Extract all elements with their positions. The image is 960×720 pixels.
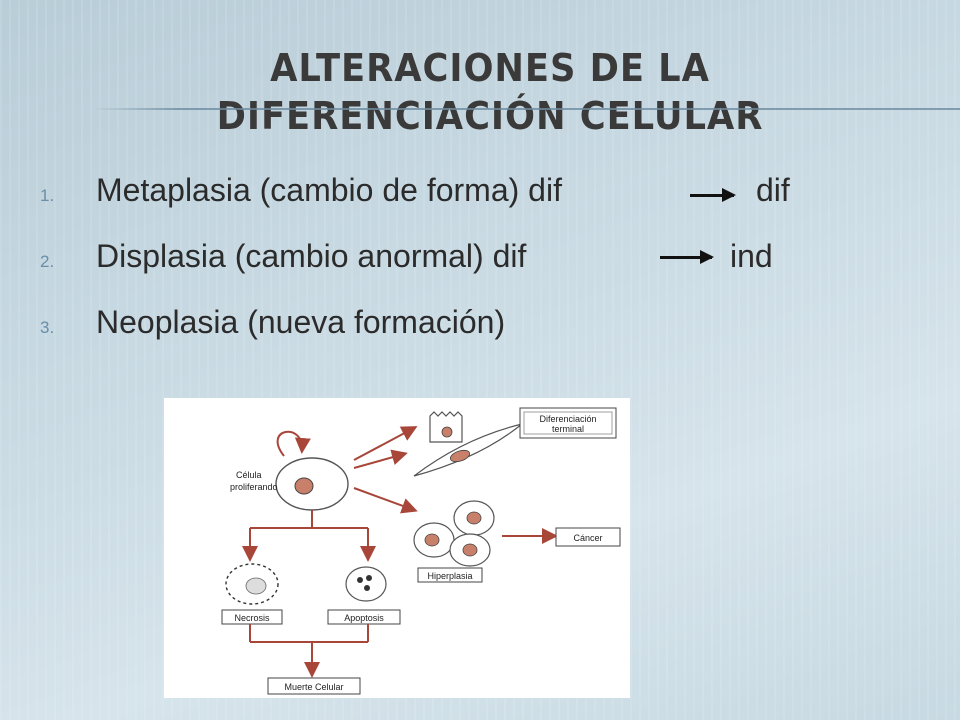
list-number: 2. [40, 252, 55, 271]
columnar-cell [429, 411, 463, 443]
title-divider [92, 108, 960, 110]
cancer-label: Cáncer [573, 533, 602, 543]
list-number: 1. [40, 186, 55, 205]
list-after-text: dif [756, 172, 790, 208]
apoptosis-cell [345, 566, 387, 602]
cell-diagram: Célula proliferando Diferenciación termi… [164, 398, 630, 698]
hiperplasia-label: Hiperplasia [427, 571, 472, 581]
diferenciacion-label: Diferenciación [539, 414, 596, 424]
necrosis-cell [225, 563, 279, 605]
muerte-label: Muerte Celular [284, 682, 343, 692]
hiperplasia-box: Hiperplasia [417, 567, 483, 583]
necrosis-label: Necrosis [234, 613, 270, 623]
right-arrow-icon [690, 188, 736, 202]
list-text: Metaplasia (cambio de forma) dif [96, 172, 562, 208]
diferenciacion-label-2: terminal [552, 424, 584, 434]
slide-title: ALTERACIONES DE LA DIFERENCIACIÓN CELULA… [216, 46, 764, 138]
cancer-box: Cáncer [555, 527, 621, 547]
cell-diagram-svg: Célula proliferando Diferenciación termi… [221, 407, 621, 695]
muerte-box: Muerte Celular [267, 677, 361, 695]
list-text: Neoplasia (nueva formación) [96, 304, 506, 340]
cell-label-1: Célula [236, 470, 262, 480]
apoptosis-label: Apoptosis [344, 613, 384, 623]
proliferating-cell: Célula proliferando [230, 430, 349, 511]
list-text: Displasia (cambio anormal) dif [96, 238, 527, 274]
necrosis-box: Necrosis [221, 609, 283, 625]
hyperplasia-cells [413, 500, 495, 567]
cell-label-2: proliferando [230, 482, 278, 492]
list-after-text: ind [730, 238, 773, 274]
list-number: 3. [40, 318, 55, 337]
right-arrow-icon [660, 250, 714, 264]
apoptosis-box: Apoptosis [327, 609, 401, 625]
diferenciacion-box: Diferenciación terminal [519, 407, 617, 439]
